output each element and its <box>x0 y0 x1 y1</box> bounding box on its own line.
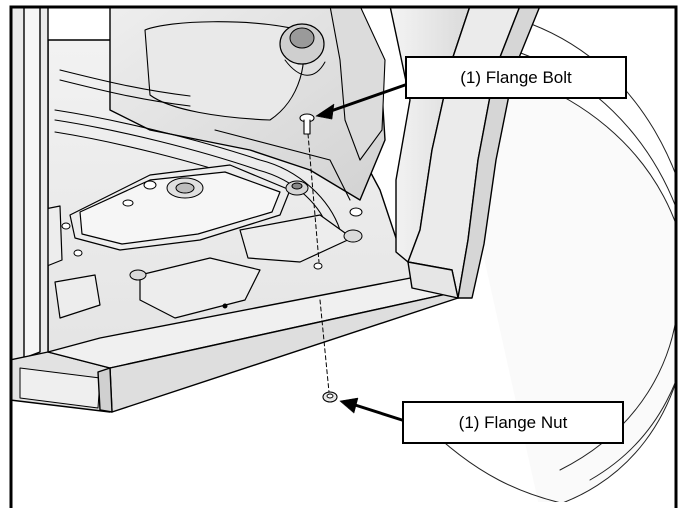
flange-nut-label: (1) Flange Nut <box>458 412 568 432</box>
flange-bolt-callout: (1) Flange Bolt <box>405 56 627 99</box>
flange-nut-part <box>322 391 338 403</box>
floor-pads <box>39 164 353 319</box>
callout-arrows <box>315 83 407 422</box>
flange-bolt-label: (1) Flange Bolt <box>460 67 572 87</box>
mounting-bosses <box>61 177 363 309</box>
flange-bolt-part <box>299 113 315 135</box>
seat-console <box>109 6 386 201</box>
left-side-panel <box>10 6 111 413</box>
install-path-line <box>307 133 330 393</box>
front-step <box>47 269 459 413</box>
flange-nut-callout: (1) Flange Nut <box>402 401 624 444</box>
figure-frame <box>9 5 678 508</box>
